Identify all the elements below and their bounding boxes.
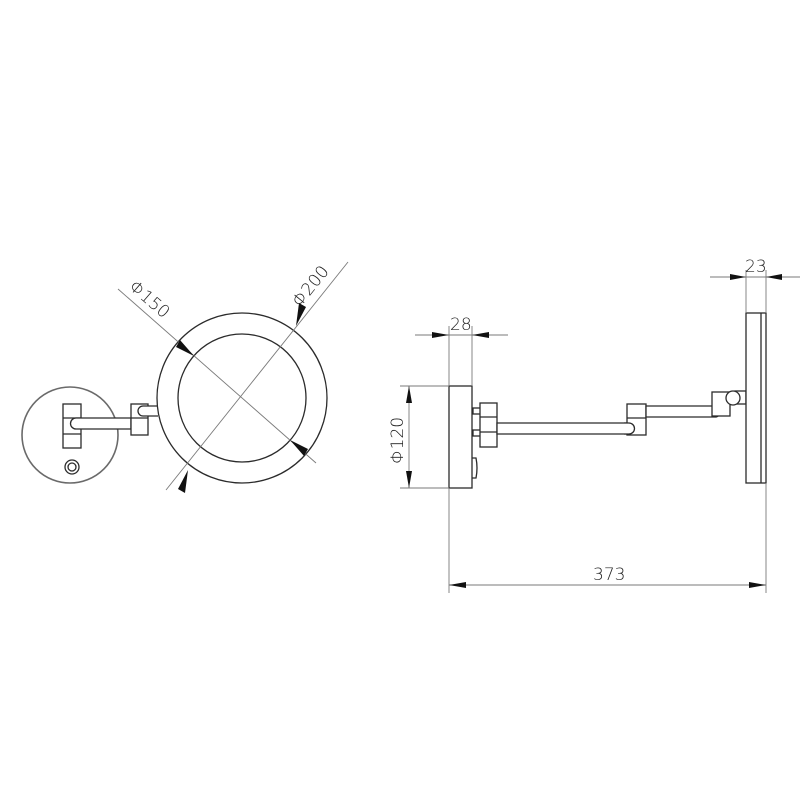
dimension-label-120: Φ120 — [388, 417, 408, 464]
middle-hinge-side — [624, 403, 647, 436]
dimension-label-200: Φ200 — [288, 262, 333, 311]
dimension-label-23: 23 — [745, 257, 767, 277]
switch-icon — [472, 457, 478, 479]
upper-arm-side — [645, 405, 722, 418]
swing-arm-front — [69, 417, 132, 430]
wall-plate-side — [448, 385, 473, 489]
side-view: 28 Φ120 23 373 — [388, 257, 800, 593]
mirror-glass — [177, 333, 307, 463]
mirror-body-side — [745, 312, 767, 484]
dimension-label-28: 28 — [450, 315, 472, 335]
dimension-label-373: 373 — [593, 565, 625, 585]
power-button-icon — [64, 459, 80, 475]
dimension-total-373: 373 — [448, 483, 767, 593]
lower-arm-side — [496, 422, 636, 435]
front-view: Φ150 Φ200 — [21, 261, 349, 493]
dimension-depth-28: 28 — [415, 315, 508, 386]
pivot-joint-side — [711, 390, 747, 417]
dimension-diameter-200: Φ200 — [165, 261, 349, 493]
hinge-front — [130, 403, 158, 436]
mirror-outer-ring — [156, 312, 328, 484]
dimension-diameter-120: Φ120 — [388, 385, 449, 489]
dimension-depth-23: 23 — [710, 257, 800, 313]
wall-bracket-side — [472, 402, 498, 448]
